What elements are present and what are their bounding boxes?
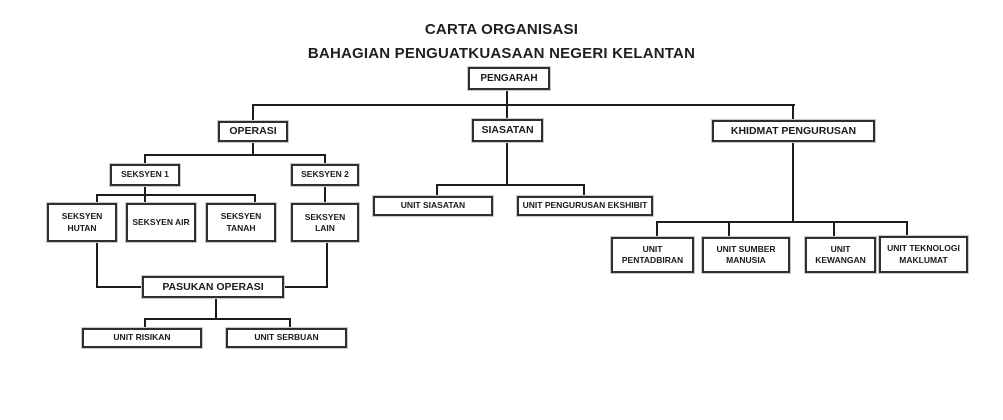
node-unit-siasatan: UNIT SIASATAN <box>372 195 494 217</box>
node-seksyen-lain: SEKSYEN LAIN <box>290 202 360 243</box>
node-seksyen-hutan: SEKSYEN HUTAN <box>46 202 118 243</box>
node-unit-sumber-manusia: UNIT SUMBER MANUSIA <box>701 236 791 274</box>
connector-seksyen2-down <box>324 186 326 203</box>
connector-hutan-down <box>96 242 98 288</box>
connector-trunk <box>252 104 795 106</box>
connector-drop-seksyen1 <box>144 154 146 165</box>
node-pengarah: PENGARAH <box>467 66 551 91</box>
connector-drop-seksyen2 <box>324 154 326 165</box>
connector-lain-to-pasukan <box>284 286 328 288</box>
connector-seksyen1-down <box>144 186 146 196</box>
connector-pengarah-down <box>506 90 508 105</box>
connector-drop-siasatan <box>506 104 508 119</box>
connector-drop-ekshibit <box>583 184 585 196</box>
connector-drop-operasi <box>252 104 254 121</box>
connector-drop-tanah <box>254 194 256 203</box>
node-unit-teknologi-maklumat: UNIT TEKNOLOGI MAKLUMAT <box>878 235 969 274</box>
connector-seksyen1-bar <box>96 194 256 196</box>
node-seksyen-2: SEKSYEN 2 <box>290 163 360 187</box>
connector-drop-pentadbiran <box>656 221 658 237</box>
connector-drop-risikan <box>144 318 146 328</box>
connector-hutan-to-pasukan <box>96 286 142 288</box>
node-unit-kewangan: UNIT KEWANGAN <box>804 236 877 274</box>
chart-title: CARTA ORGANISASI <box>424 21 579 38</box>
node-unit-pengurusan-ekshibit: UNIT PENGURUSAN EKSHIBIT <box>516 195 654 217</box>
connector-drop-teknologi <box>906 221 908 236</box>
connector-drop-serbuan <box>289 318 291 328</box>
connector-lain-down <box>326 242 328 288</box>
connector-pasukan-down <box>215 298 217 320</box>
node-unit-risikan: UNIT RISIKAN <box>81 327 203 349</box>
node-operasi: OPERASI <box>217 120 289 143</box>
node-unit-serbuan: UNIT SERBUAN <box>225 327 348 349</box>
node-khidmat-pengurusan: KHIDMAT PENGURUSAN <box>711 119 876 143</box>
connector-siasatan-bar <box>436 184 585 186</box>
node-siasatan: SIASATAN <box>471 118 544 143</box>
connector-drop-hutan <box>96 194 98 203</box>
connector-seksyen-bar <box>144 154 326 156</box>
connector-pasukan-bar <box>144 318 291 320</box>
connector-drop-sumber <box>728 221 730 237</box>
connector-operasi-down <box>252 142 254 156</box>
node-unit-pentadbiran: UNIT PENTADBIRAN <box>610 236 695 274</box>
chart-subtitle: BAHAGIAN PENGUATKUASAAN NEGERI KELANTAN <box>307 45 696 62</box>
node-seksyen-tanah: SEKSYEN TANAH <box>205 202 277 243</box>
node-seksyen-air: SEKSYEN AIR <box>125 202 197 243</box>
connector-khidmat-down <box>792 142 794 223</box>
connector-drop-air <box>144 194 146 203</box>
connector-khidmat-bar <box>656 221 908 223</box>
node-seksyen-1: SEKSYEN 1 <box>109 163 181 187</box>
connector-drop-khidmat <box>792 104 794 121</box>
connector-drop-unit-siasatan <box>436 184 438 196</box>
connector-siasatan-down <box>506 142 508 186</box>
node-pasukan-operasi: PASUKAN OPERASI <box>141 275 285 299</box>
connector-drop-kewangan <box>833 221 835 237</box>
